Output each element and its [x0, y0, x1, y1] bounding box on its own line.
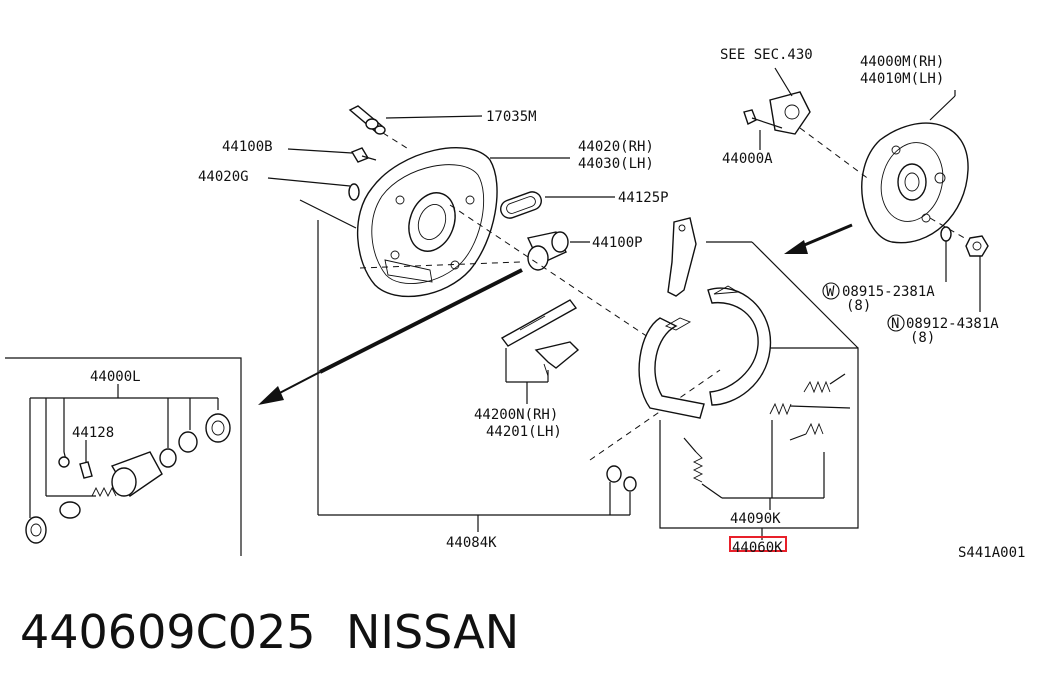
wheel-cylinder-44100p [526, 231, 590, 271]
label-44128: 44128 [72, 425, 114, 441]
label-44100b: 44100B [222, 139, 273, 155]
cable-rod [299, 199, 357, 515]
label-44200n-rh: 44200N(RH) [474, 407, 558, 423]
label-44084k: 44084K [446, 535, 497, 551]
label-44010m-lh: 44010M(LH) [860, 71, 944, 87]
hub-plate [769, 67, 871, 181]
label-08915-group: W 08915-2381A (8) [822, 282, 935, 314]
label-44201-lh: 44201(LH) [486, 424, 562, 440]
nut-08912 [965, 235, 989, 312]
label-44030-lh: 44030(LH) [578, 156, 654, 172]
label-44000l: 44000L [90, 369, 141, 385]
backing-plate [356, 147, 498, 298]
drum-assembly-44000m [861, 90, 969, 244]
wheel-cylinder-kit-44000l [5, 357, 242, 556]
label-44090k: 44090K [730, 511, 781, 527]
bolt-44100b [287, 147, 377, 163]
arrow-left-large [258, 268, 523, 405]
label-08912-group: N 08912-4381A (8) [887, 314, 999, 346]
pin-17035m [348, 105, 483, 151]
spring-kit-44090k [659, 347, 859, 540]
gasket-44125p [500, 191, 615, 219]
washer-symbol: W [826, 284, 835, 300]
retainer-44084k [318, 465, 637, 532]
label-44020-rh: 44020(RH) [578, 139, 654, 155]
diagram-reference-code: S441A001 [958, 545, 1025, 561]
washer-08915 [940, 226, 952, 282]
arrow-to-shoes [784, 223, 853, 254]
nut-symbol: N [891, 316, 899, 332]
part-number: 440609C025 [20, 605, 316, 659]
label-44100p: 44100P [592, 235, 643, 251]
highlight-box [729, 536, 787, 552]
brake-shoe-rear [707, 285, 772, 406]
label-08912-4381a: 08912-4381A [906, 316, 999, 332]
washer-44020g [267, 177, 360, 201]
label-17035m: 17035M [486, 109, 537, 125]
label-08915-2381a: 08915-2381A [842, 284, 935, 300]
label-44125p: 44125P [618, 190, 669, 206]
label-44000a: 44000A [722, 151, 773, 167]
label-see-sec-430: SEE SEC.430 [720, 47, 813, 63]
label-08915-qty: (8) [846, 298, 871, 314]
bolt-44000a [743, 109, 783, 150]
label-44020g: 44020G [198, 169, 249, 185]
parking-lever [667, 217, 859, 349]
brand-name: NISSAN [346, 605, 519, 659]
brake-shoe-front [638, 317, 705, 419]
label-44000m-rh: 44000M(RH) [860, 54, 944, 70]
label-08912-qty: (8) [910, 330, 935, 346]
adjuster-44200n [500, 299, 580, 404]
label-44060k: 44060K [732, 540, 783, 556]
